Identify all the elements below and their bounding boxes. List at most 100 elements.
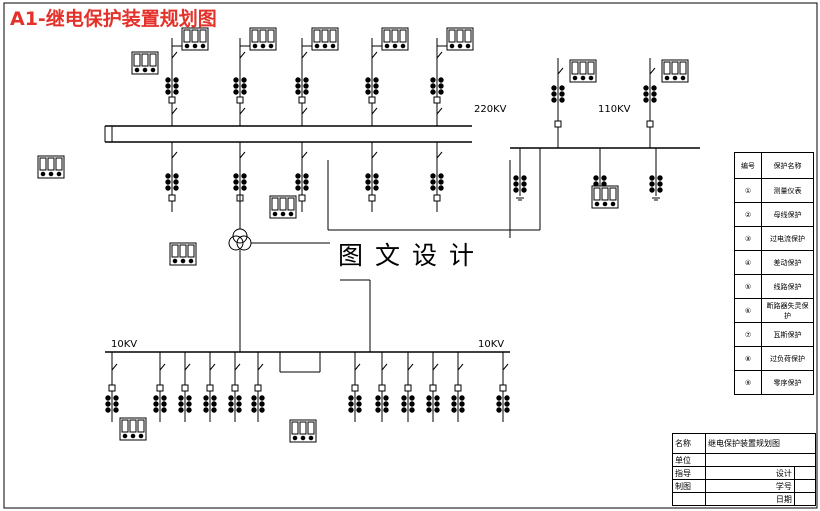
relay-cell xyxy=(47,157,55,171)
tb-guide-label: 指导 xyxy=(672,466,706,480)
relay-indicator xyxy=(400,43,406,49)
bus-220kv xyxy=(105,125,472,143)
ct-coil xyxy=(165,185,171,191)
legend-row-no: ③ xyxy=(734,226,762,251)
relay-cell xyxy=(287,197,295,211)
feeder-10kv xyxy=(348,352,362,422)
tb-draw-label: 制图 xyxy=(672,479,706,493)
page-title: A1-继电保护装置规划图 xyxy=(10,8,217,30)
ct-coil xyxy=(161,407,167,413)
breaker-symbol xyxy=(433,194,441,202)
relay-indicator xyxy=(449,43,455,49)
ct-coil xyxy=(375,395,381,401)
relay-cell xyxy=(679,61,687,75)
ct-coil xyxy=(401,395,407,401)
relay-indicator xyxy=(588,75,594,81)
legend-row-name: 差动保护 xyxy=(761,250,814,275)
ct-coil xyxy=(356,407,362,413)
relay-cell xyxy=(55,157,63,171)
disconnect-symbol xyxy=(301,151,308,159)
relay-indicator xyxy=(56,171,62,177)
ct-coil xyxy=(251,407,257,413)
relay-panel xyxy=(169,242,197,266)
ct-coil xyxy=(438,173,444,179)
disconnect-symbol xyxy=(436,107,443,115)
legend-header-no: 编号 xyxy=(734,152,762,179)
ct-coil xyxy=(383,401,389,407)
ct-coil xyxy=(161,401,167,407)
bus-220kv-label: 220KV xyxy=(474,104,507,115)
relay-cell xyxy=(183,29,191,43)
relay-cell xyxy=(149,53,157,67)
legend-row-name: 瓦斯保护 xyxy=(761,322,814,347)
ct-coil xyxy=(203,401,209,407)
tb-blank xyxy=(672,492,706,506)
feeder-110kv-lower xyxy=(649,148,663,201)
relay-indicator xyxy=(314,43,320,49)
ct-coil xyxy=(303,89,309,95)
legend-row-name: 线路保护 xyxy=(761,274,814,299)
ct-coil xyxy=(165,173,171,179)
ct-coil xyxy=(426,395,432,401)
tb-design-value xyxy=(793,466,817,480)
current-transformer-symbol xyxy=(551,85,565,103)
ct-coil xyxy=(559,97,565,103)
ct-coil xyxy=(651,97,657,103)
breaker-symbol xyxy=(378,384,386,392)
ct-coil xyxy=(233,173,239,179)
ct-coil xyxy=(649,187,655,193)
legend-row-name: 过负荷保护 xyxy=(761,346,814,371)
ct-coil xyxy=(211,407,217,413)
disconnect-symbol xyxy=(257,363,264,371)
breaker-symbol xyxy=(429,384,437,392)
legend-row-no: ④ xyxy=(734,250,762,275)
current-transformer-symbol xyxy=(153,395,167,413)
current-transformer-symbol xyxy=(375,395,389,413)
ct-coil xyxy=(161,395,167,401)
disconnect-symbol xyxy=(649,67,656,75)
tb-date-label: 日期 xyxy=(705,492,795,506)
disconnect-symbol xyxy=(354,363,361,371)
relay-cell xyxy=(399,29,407,43)
feeder-10kv xyxy=(105,352,119,422)
breaker-symbol xyxy=(499,384,507,392)
tb-design-label: 设计 xyxy=(705,466,795,480)
ct-coil xyxy=(295,89,301,95)
relay-indicator xyxy=(142,67,148,73)
ct-coil xyxy=(373,185,379,191)
ct-coil xyxy=(513,175,519,181)
feeder-110kv xyxy=(551,58,597,148)
ct-coil xyxy=(295,83,301,89)
ct-coil xyxy=(643,85,649,91)
tb-student-no-value xyxy=(793,479,817,493)
disconnect-symbol xyxy=(502,363,509,371)
disconnect-symbol xyxy=(239,107,246,115)
ct-coil xyxy=(657,187,663,193)
ct-coil xyxy=(228,401,234,407)
ct-coil xyxy=(401,401,407,407)
disconnect-symbol xyxy=(557,67,564,75)
legend-row-no: ⑥ xyxy=(734,298,762,323)
breaker-symbol xyxy=(254,384,262,392)
relay-indicator xyxy=(150,67,156,73)
feeder-10kv xyxy=(426,352,440,422)
relay-cell xyxy=(383,29,391,43)
relay-indicator xyxy=(252,43,258,49)
breaker-symbol xyxy=(236,96,244,104)
tb-unit-label: 单位 xyxy=(672,453,706,467)
relay-indicator xyxy=(188,258,194,264)
relay-cell xyxy=(179,244,187,258)
relay-cell xyxy=(39,157,47,171)
ct-coil xyxy=(649,175,655,181)
current-transformer-symbol xyxy=(295,77,309,95)
relay-cell xyxy=(279,197,287,211)
disconnect-symbol xyxy=(159,363,166,371)
ct-coil xyxy=(438,83,444,89)
relay-cell xyxy=(464,29,472,43)
ct-coil xyxy=(409,401,415,407)
relay-cell xyxy=(448,29,456,43)
ct-coil xyxy=(459,407,465,413)
breaker-symbol xyxy=(404,384,412,392)
ct-coil xyxy=(259,395,265,401)
ct-coil xyxy=(105,395,111,401)
